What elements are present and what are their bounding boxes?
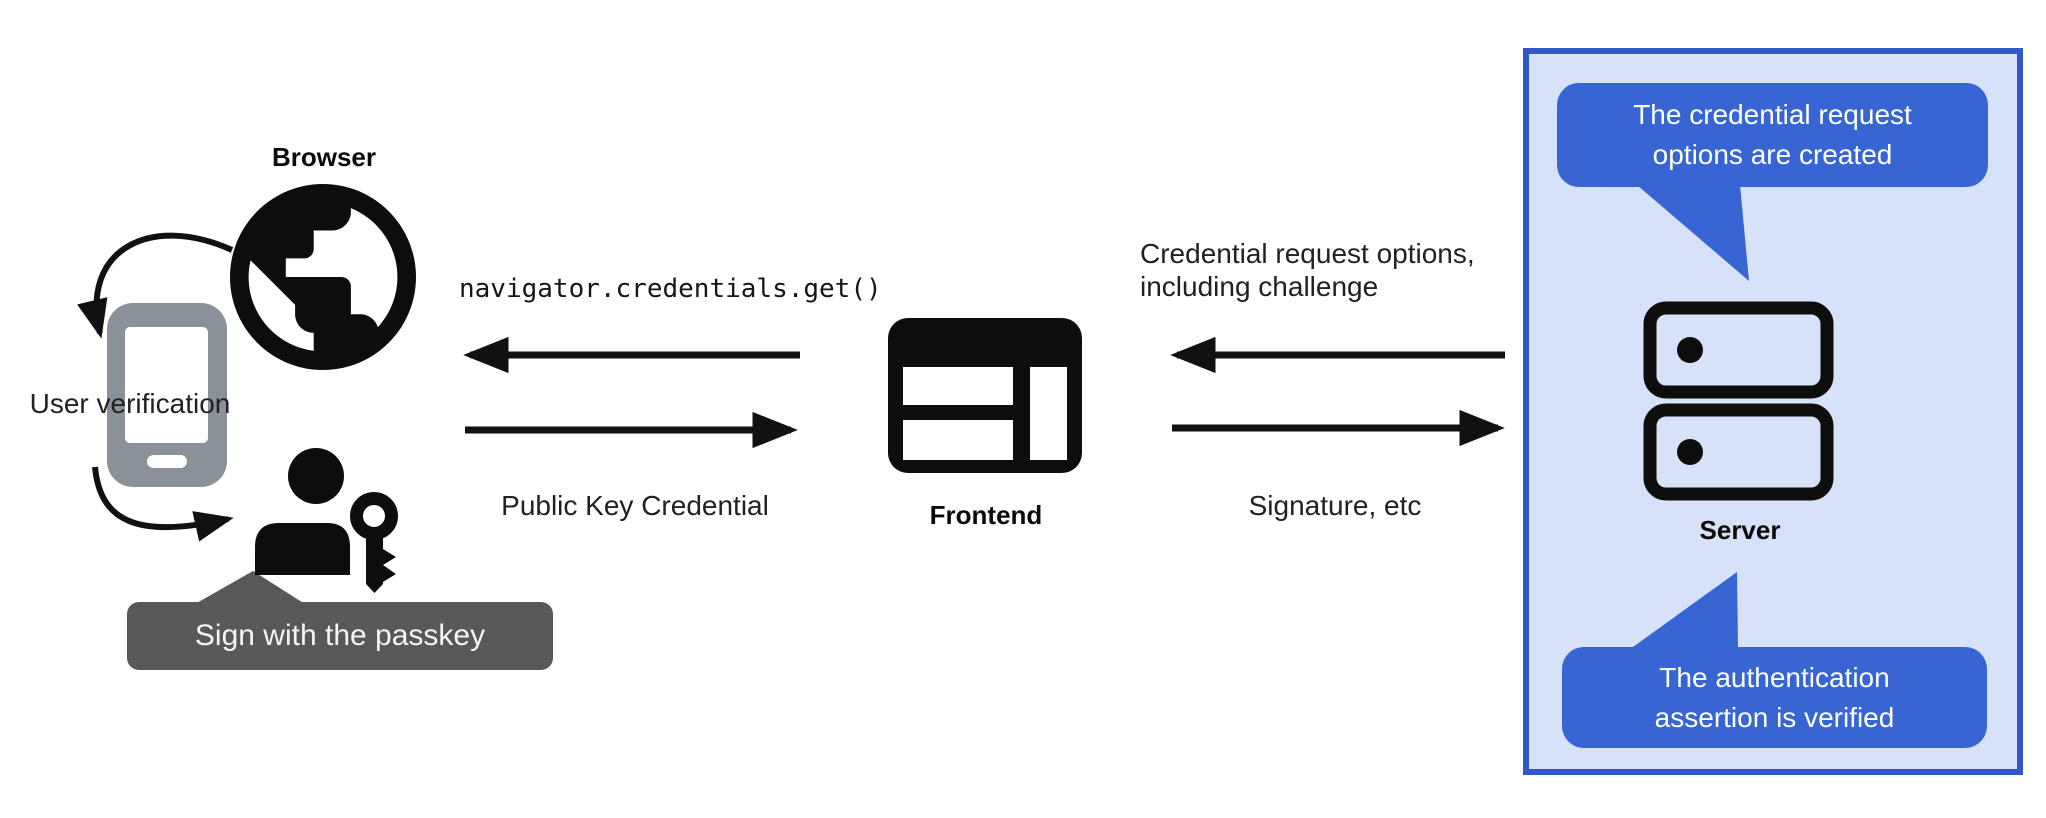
- tooltip-pointer: [195, 571, 305, 604]
- globe-browser-icon: [230, 184, 416, 370]
- bubble-top-line1: The credential request: [1633, 99, 1912, 130]
- public-key-credential-label: Public Key Credential: [501, 490, 769, 521]
- server-stack-icon: [1643, 301, 1834, 501]
- bubble-top-tail: [1637, 185, 1749, 281]
- credential-request-line2: including challenge: [1140, 271, 1379, 302]
- server-label: Server: [1699, 515, 1781, 545]
- credential-request-line1: Credential request options,: [1140, 238, 1475, 269]
- user-icon: [255, 448, 350, 575]
- smartphone-icon: [107, 303, 227, 487]
- bubble-credential-request-created: The credential request options are creat…: [1557, 83, 1988, 187]
- curved-arrow-browser-to-phone: [77, 232, 234, 339]
- frontend-label: Frontend: [929, 500, 1043, 530]
- tooltip-label: Sign with the passkey: [194, 619, 486, 652]
- browser-label: Browser: [271, 142, 377, 172]
- bubble-top-line2: options are created: [1652, 139, 1893, 170]
- bubble-bottom-line1: The authentication: [1659, 661, 1890, 693]
- credential-request-label: Credential request options, including ch…: [1140, 237, 1540, 303]
- credentials-get-code: navigator.credentials.get(): [459, 274, 882, 304]
- bubble-assertion-verified: The authentication assertion is verified: [1562, 647, 1987, 748]
- signature-label: Signature, etc: [1248, 490, 1422, 521]
- user-verification-label: User verification: [29, 388, 231, 419]
- passkey-icon: [350, 492, 398, 593]
- curved-arrow-phone-to-user: [92, 466, 234, 542]
- frontend-window-icon: [888, 318, 1082, 473]
- sign-with-passkey-tooltip: Sign with the passkey: [127, 602, 553, 670]
- bubble-bottom-tail: [1633, 572, 1738, 647]
- bubble-bottom-line2: assertion is verified: [1654, 701, 1895, 733]
